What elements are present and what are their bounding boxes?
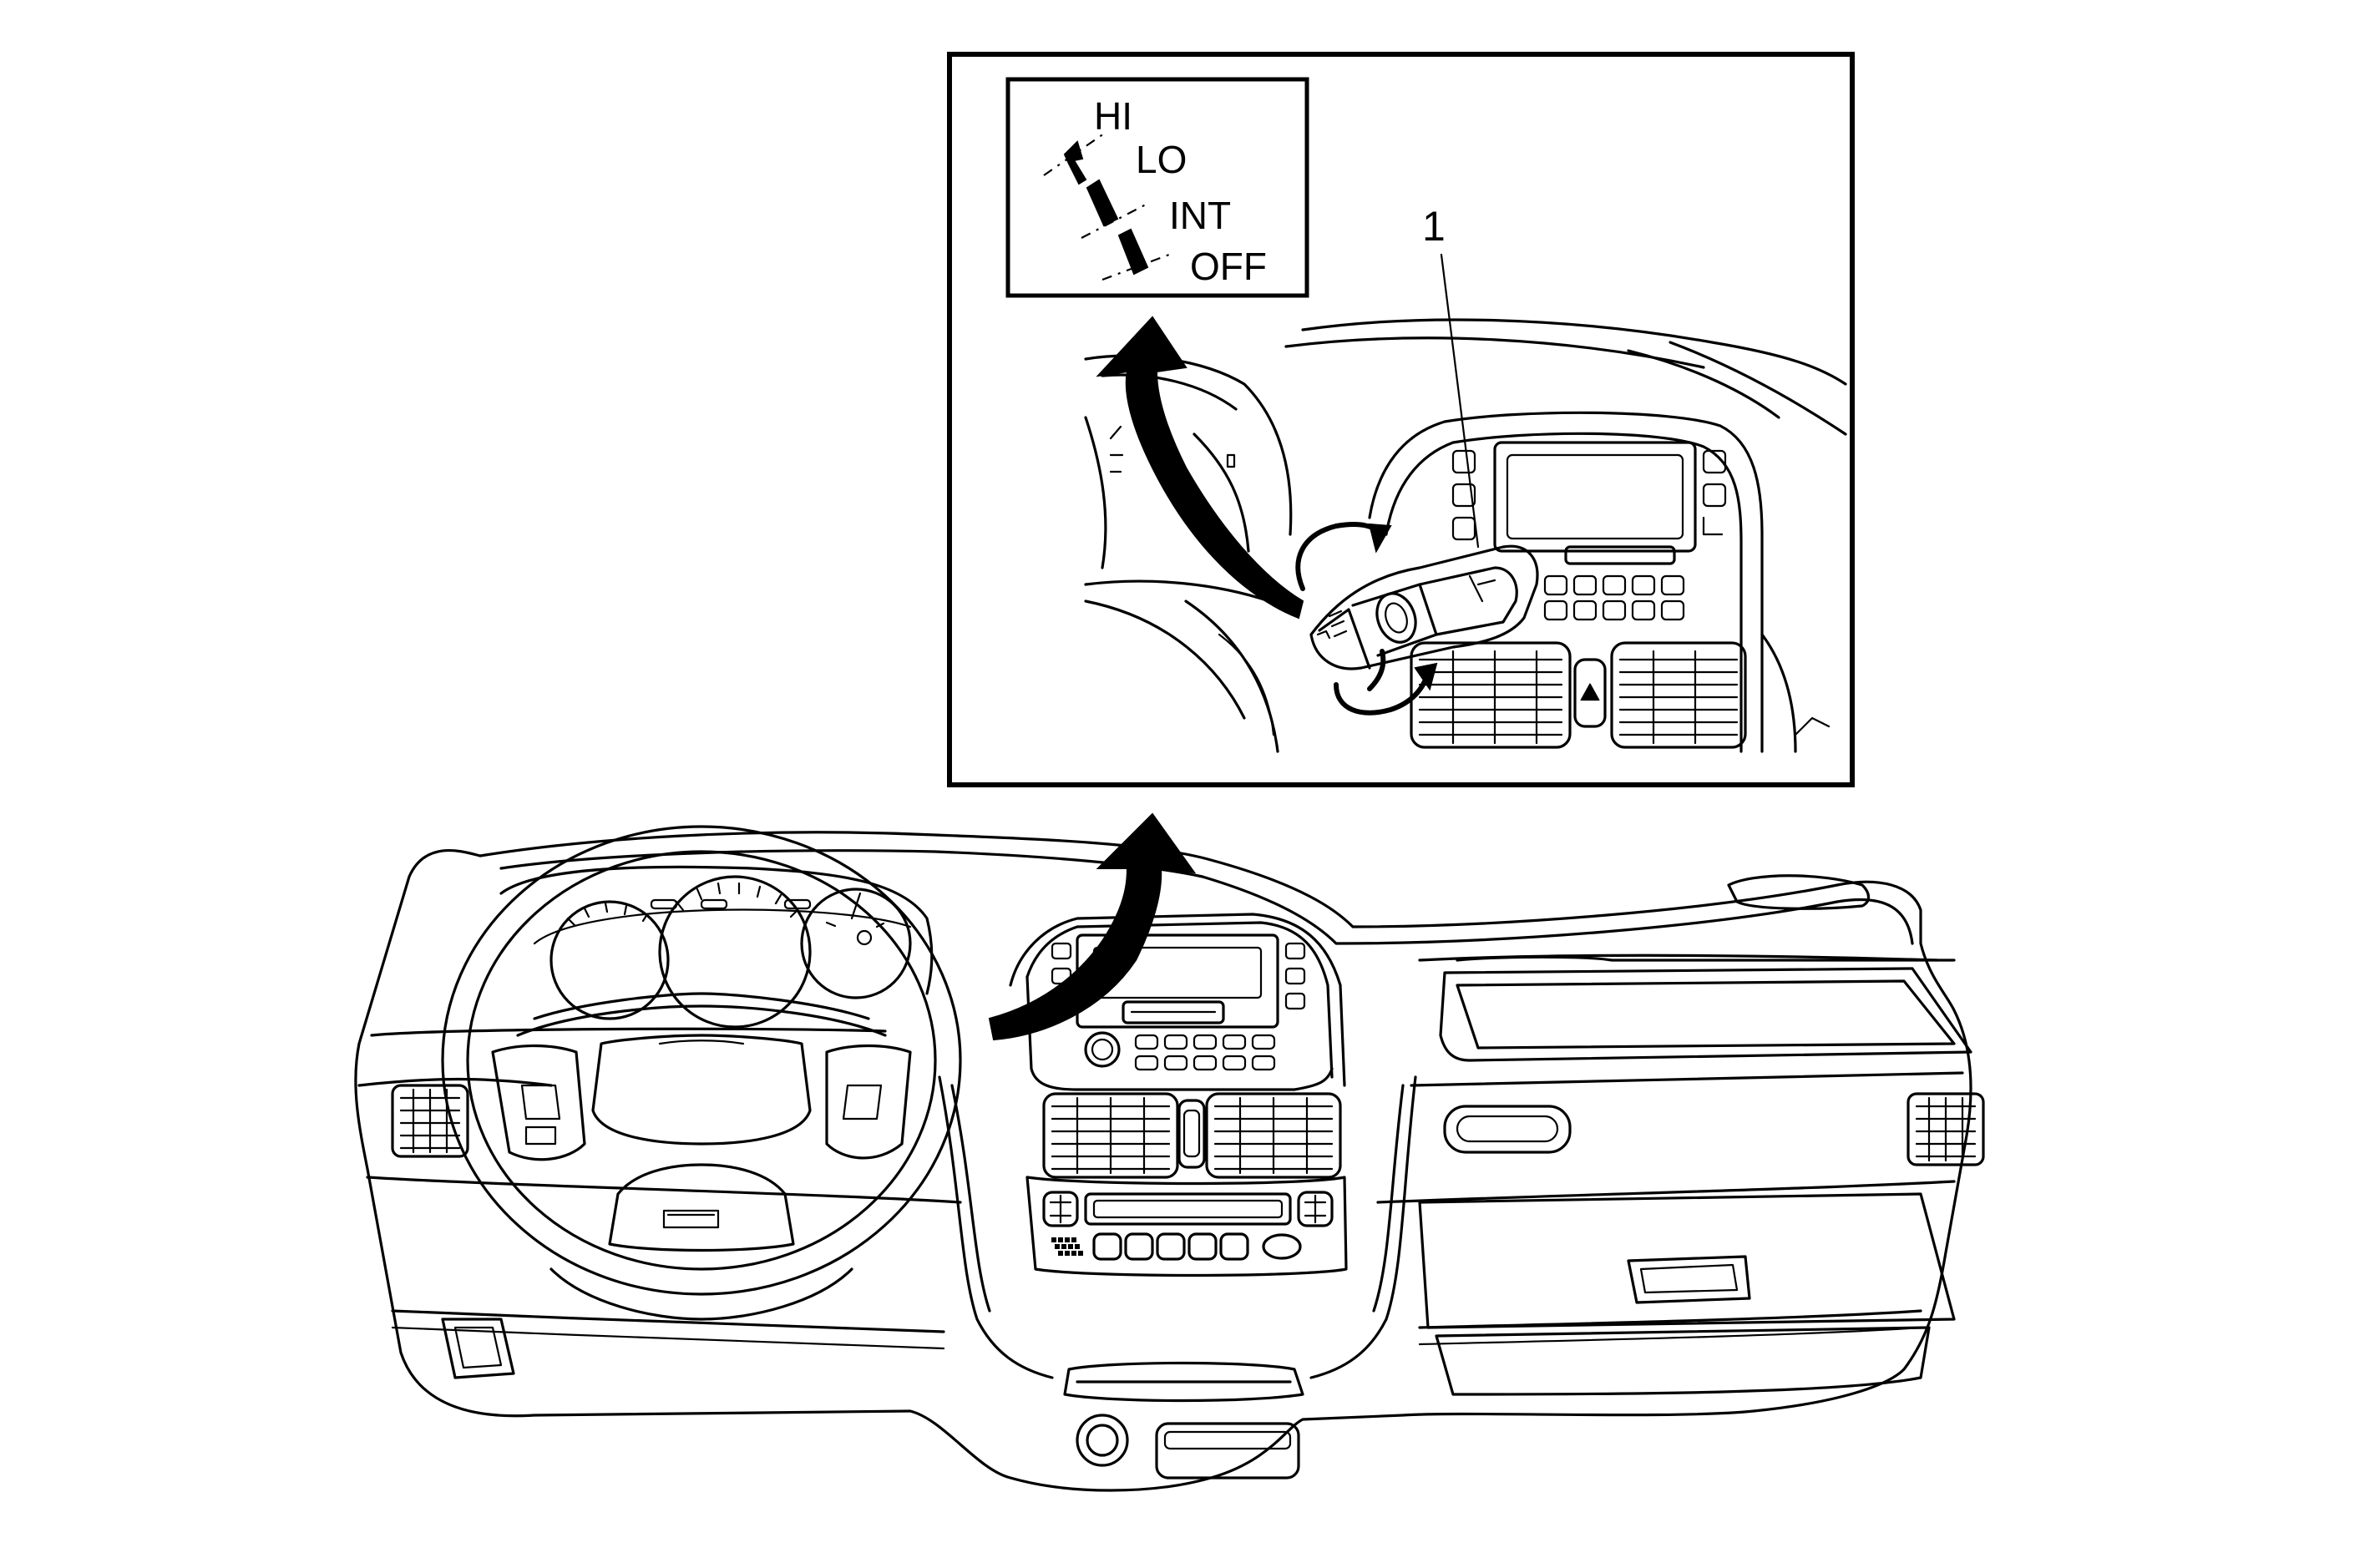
position-legend: HI LO INT OFF (1005, 77, 1309, 298)
position-label-lo: LO (1136, 138, 1187, 181)
overview-dashboard (354, 825, 1985, 1492)
detail-inset: 1 HI LO INT OFF (947, 52, 1855, 787)
inset-dashboard-lineart (1084, 318, 1847, 753)
callout-number: 1 (1422, 203, 1446, 250)
callout-leader (1440, 253, 1480, 549)
position-label-hi: HI (1094, 94, 1132, 138)
position-label-off: OFF (1190, 245, 1267, 288)
position-label-int: INT (1169, 194, 1231, 237)
zoom-arrow (988, 812, 1197, 1041)
wiper-stalk (1295, 522, 1539, 716)
stalk-movement-arrow (1096, 316, 1304, 620)
